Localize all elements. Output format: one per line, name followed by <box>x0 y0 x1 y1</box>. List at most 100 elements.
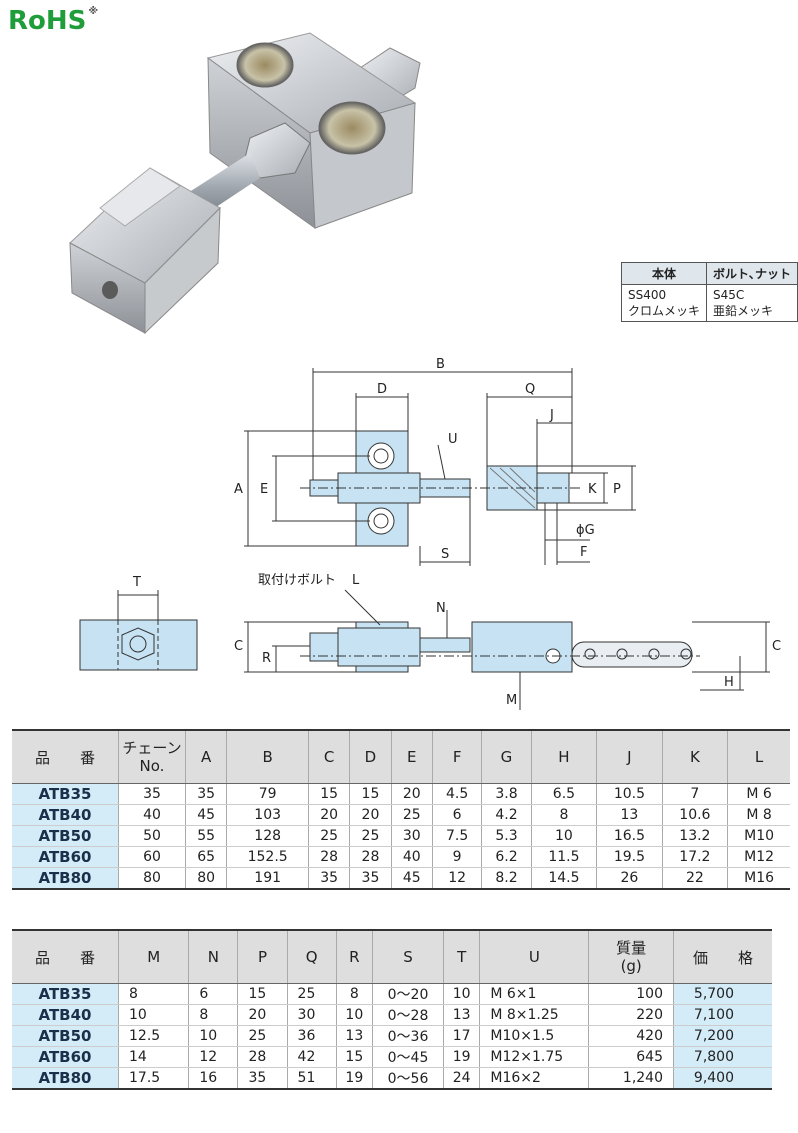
spec2-header-S: S <box>372 929 444 984</box>
cell: 10 <box>336 1004 374 1026</box>
cell: 128 <box>226 825 309 847</box>
cell: 8 <box>118 983 190 1005</box>
cell: 28 <box>349 846 392 868</box>
cell: 13 <box>596 804 663 826</box>
cell: M16×2 <box>479 1067 590 1090</box>
spec2-header-part: 品 番 <box>12 929 119 984</box>
spec1-header-B: B <box>226 729 309 784</box>
cell: 26 <box>596 867 663 890</box>
spec1-header-D: D <box>349 729 392 784</box>
cell: 152.5 <box>226 846 309 868</box>
price-cell: 7,100 <box>673 1004 772 1026</box>
spec2-header-row: 品 番 M N P Q R S T U 質量 (g) 価 格 <box>12 929 772 984</box>
table-row: ATB40 10 8 20 30 10 0～28 13 M 8×1.25 220… <box>12 1004 772 1026</box>
dim-label-D: D <box>377 382 387 397</box>
material-table: 本体 ボルト､ナット SS400 クロムメッキ S45C 亜鉛メッキ <box>621 262 798 322</box>
spec2-header-M: M <box>118 929 190 984</box>
cell: 13 <box>336 1025 374 1047</box>
cell: 45 <box>391 867 433 890</box>
cell: M 8×1.25 <box>479 1004 590 1026</box>
cell: 28 <box>308 846 351 868</box>
spec2-header-T: T <box>443 929 481 984</box>
cell: 6.2 <box>481 846 532 868</box>
dim-label-T: T <box>132 575 141 590</box>
cell: 65 <box>185 846 228 868</box>
part-number: ATB80 <box>12 867 119 890</box>
cell: 25 <box>237 1025 288 1047</box>
cell: 11.5 <box>531 846 598 868</box>
cell: 103 <box>226 804 309 826</box>
cell: M 6×1 <box>479 983 590 1005</box>
spec1-header-L: L <box>727 729 790 784</box>
cell: 30 <box>287 1004 337 1026</box>
cell: M 8 <box>727 804 790 826</box>
cell: 0～28 <box>372 1004 444 1026</box>
cell: 0～56 <box>372 1067 444 1090</box>
dim-label-Q: Q <box>525 382 535 397</box>
spec2-header-P: P <box>237 929 288 984</box>
cell: M12 <box>727 846 790 868</box>
cell: 191 <box>226 867 309 890</box>
cell: 25 <box>391 804 433 826</box>
part-number: ATB80 <box>12 1067 119 1090</box>
cell: 7.5 <box>432 825 483 847</box>
table-row: ATB80 17.5 16 35 51 19 0～56 24 M16×2 1,2… <box>12 1067 772 1090</box>
material-header-bolt: ボルト､ナット <box>706 262 798 285</box>
cell: 25 <box>287 983 337 1005</box>
cell: 13.2 <box>662 825 729 847</box>
cell: 35 <box>308 867 351 890</box>
cell: 0～45 <box>372 1046 444 1068</box>
dim-label-L: L <box>352 573 360 588</box>
cell: 14 <box>118 1046 190 1068</box>
spec2-header-price: 価 格 <box>673 929 772 984</box>
cell: 100 <box>588 983 674 1005</box>
dim-label-M: M <box>506 693 517 708</box>
spec1-header-A: A <box>185 729 228 784</box>
spec1-header-G: G <box>481 729 532 784</box>
dim-label-J: J <box>549 408 554 423</box>
cell: 80 <box>185 867 228 890</box>
material-row: SS400 クロムメッキ S45C 亜鉛メッキ <box>621 284 798 322</box>
cell: 35 <box>185 783 228 805</box>
cell: 10 <box>443 983 481 1005</box>
part-number: ATB50 <box>12 825 119 847</box>
price-cell: 7,200 <box>673 1025 772 1047</box>
cell: 28 <box>237 1046 288 1068</box>
cell: 50 <box>118 825 186 847</box>
part-number: ATB35 <box>12 983 119 1005</box>
cell: 10 <box>531 825 598 847</box>
material-header-row: 本体 ボルト､ナット <box>621 262 798 285</box>
spec1-header-H: H <box>531 729 598 784</box>
table-row: ATB50 12.5 10 25 36 13 0～36 17 M10×1.5 4… <box>12 1025 772 1047</box>
cell: 20 <box>349 804 392 826</box>
cell: 15 <box>237 983 288 1005</box>
spec1-header-E: E <box>391 729 433 784</box>
cell: 12.5 <box>118 1025 190 1047</box>
part-number: ATB40 <box>12 804 119 826</box>
cell: 15 <box>336 1046 374 1068</box>
cell: M 6 <box>727 783 790 805</box>
dim-label-A: A <box>234 482 243 497</box>
cell: M16 <box>727 867 790 890</box>
cell: M10 <box>727 825 790 847</box>
cell: M10×1.5 <box>479 1025 590 1047</box>
cell: 9 <box>432 846 483 868</box>
table-row: ATB60 60 65 152.5 28 28 40 9 6.2 11.5 19… <box>12 846 790 868</box>
dim-label-S: S <box>441 547 449 562</box>
cell: 35 <box>237 1067 288 1090</box>
price-cell: 7,800 <box>673 1046 772 1068</box>
cell: 10.6 <box>662 804 729 826</box>
cell: 6.5 <box>531 783 598 805</box>
dim-label-C: C <box>234 639 243 654</box>
table-row: ATB50 50 55 128 25 25 30 7.5 5.3 10 16.5… <box>12 825 790 847</box>
cell: 42 <box>287 1046 337 1068</box>
cell: 19 <box>443 1046 481 1068</box>
cell: 60 <box>118 846 186 868</box>
bolt-note: 取付けボルト <box>258 573 336 588</box>
part-number: ATB60 <box>12 1046 119 1068</box>
spec1-header-chain: チェーン No. <box>118 729 186 784</box>
price-cell: 9,400 <box>673 1067 772 1090</box>
cell: 0～36 <box>372 1025 444 1047</box>
cell: 20 <box>391 783 433 805</box>
material-body-plating: クロムメッキ <box>628 304 701 318</box>
